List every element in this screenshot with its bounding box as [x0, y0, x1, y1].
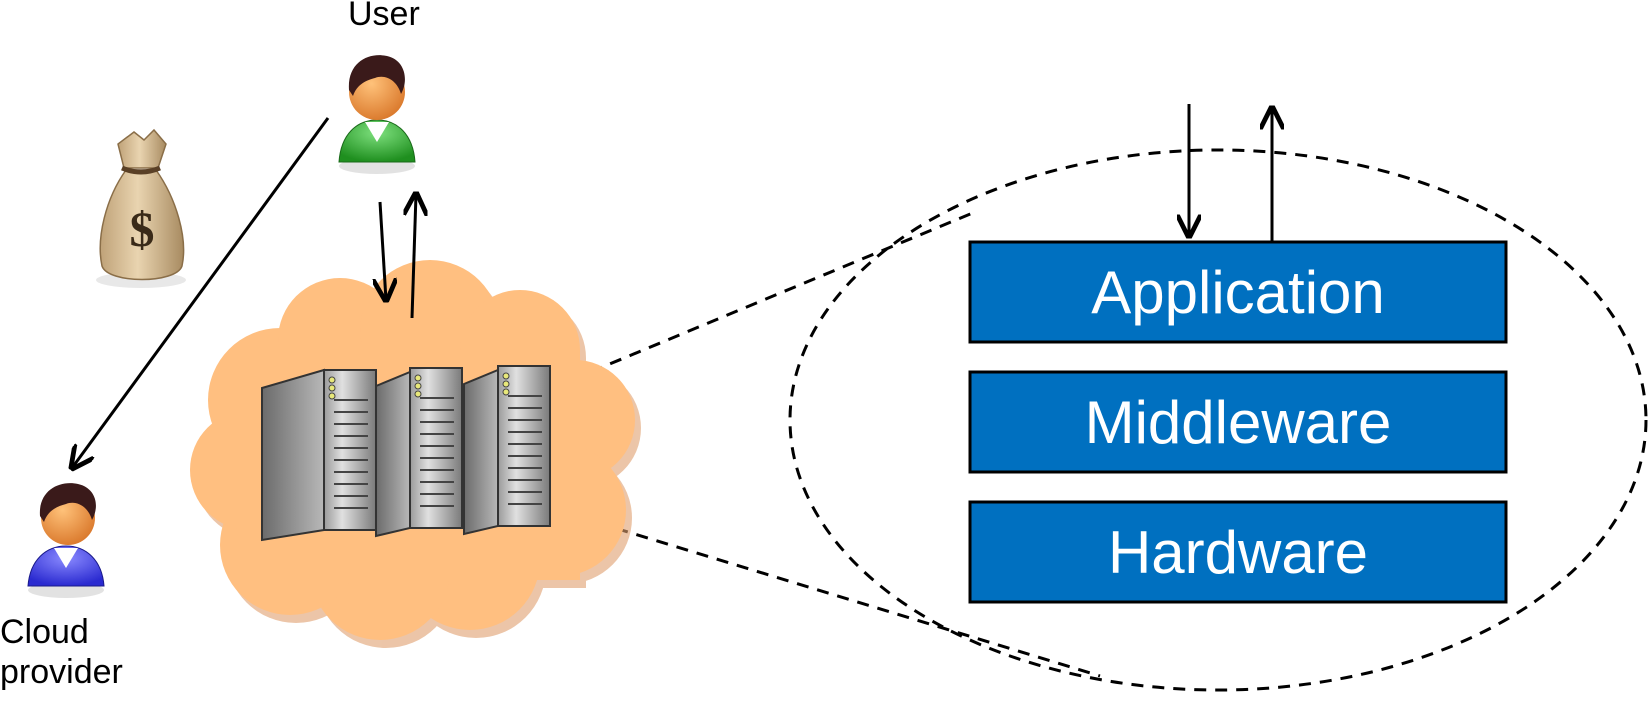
zoom-line-top — [551, 210, 976, 390]
cloud-provider-label-line1: Cloud — [0, 613, 89, 651]
svg-text:$: $ — [130, 201, 155, 257]
cloud-provider-avatar-icon — [27, 483, 105, 598]
application-layer-box — [968, 240, 1508, 344]
middleware-layer-box — [968, 370, 1508, 474]
user-avatar-icon — [338, 55, 416, 174]
arrow-user-to-cloud — [380, 201, 386, 300]
arrow-cloud-to-user — [412, 194, 416, 319]
application-layer-label: Application — [1091, 259, 1385, 326]
zoom-line-bottom — [555, 508, 1101, 678]
cloud-icon — [190, 260, 641, 648]
zoom-ellipse — [788, 148, 1648, 692]
cloud-provider-label: Cloud provider — [0, 612, 123, 692]
middleware-layer-label: Middleware — [1085, 389, 1392, 456]
hardware-layer-box — [968, 500, 1508, 604]
money-bag-icon: $ — [96, 128, 186, 288]
server-rack-icon — [261, 365, 551, 542]
user-label: User — [348, 0, 420, 33]
arrow-user-to-provider — [72, 117, 330, 468]
hardware-layer-label: Hardware — [1108, 519, 1368, 586]
cloud-provider-label-line2: provider — [0, 653, 123, 691]
